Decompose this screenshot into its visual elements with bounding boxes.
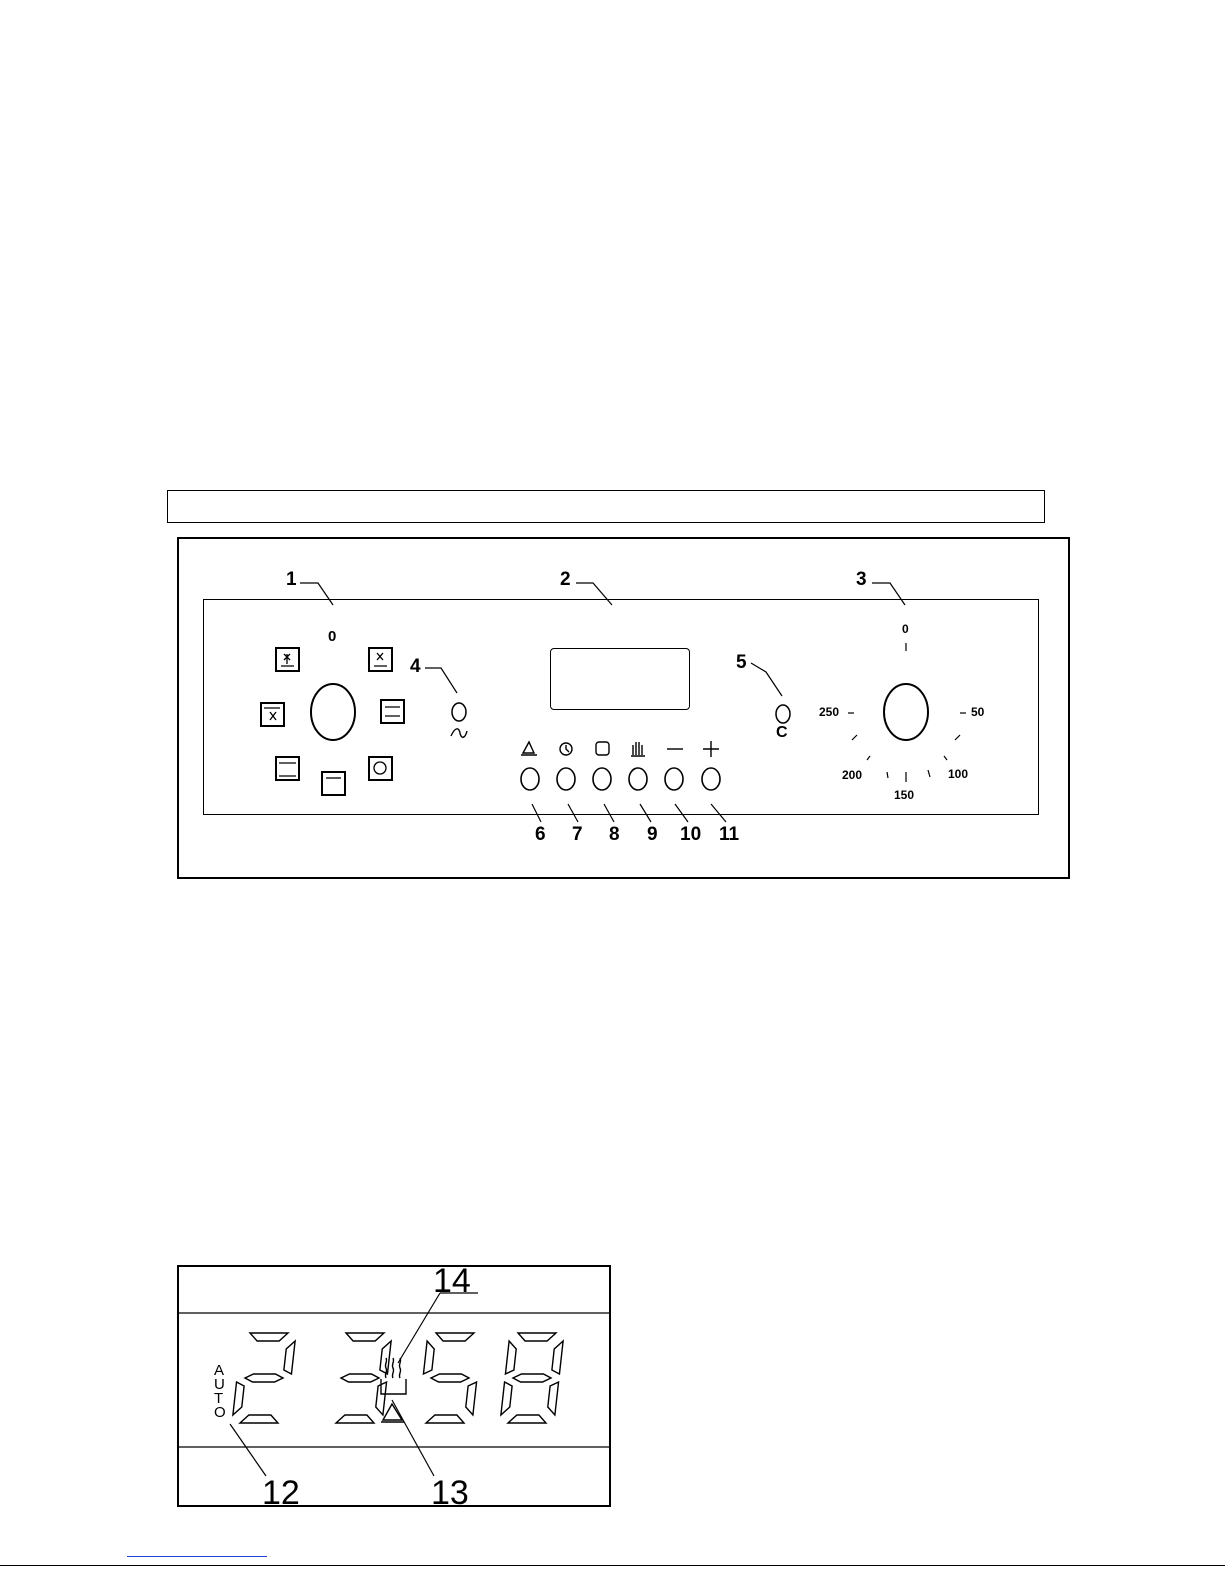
digit-1-segment-d	[336, 1415, 374, 1423]
digit-1-segment-b	[380, 1341, 391, 1374]
digit-2-segment-a	[436, 1333, 474, 1341]
callout-14: 14	[433, 1262, 471, 1301]
digit-0-segment-g	[245, 1374, 283, 1382]
digit-3-segment-d	[508, 1415, 546, 1423]
digit-2-segment-g	[431, 1374, 469, 1382]
digit-0-segment-d	[240, 1415, 278, 1423]
digit-1-segment-a	[346, 1333, 384, 1341]
digit-2-segment-c	[466, 1382, 477, 1415]
digit-2-segment-d	[426, 1415, 464, 1423]
digit-1-segment-c	[376, 1382, 387, 1415]
digit-3-segment-c	[548, 1382, 559, 1415]
digit-0-segment-b	[284, 1341, 295, 1374]
callout-13: 13	[431, 1474, 469, 1513]
digit-0-segment-e	[233, 1382, 244, 1415]
digit-3-segment-f	[505, 1341, 516, 1374]
digit-3-segment-g	[513, 1374, 551, 1382]
footer-rule	[0, 1565, 1225, 1566]
footer-link-underline[interactable]	[127, 1556, 267, 1557]
digit-3-segment-b	[552, 1341, 563, 1374]
digit-1-segment-g	[341, 1374, 379, 1382]
digit-3-segment-e	[501, 1382, 512, 1415]
digit-3-segment-a	[518, 1333, 556, 1341]
digit-2-segment-f	[423, 1341, 434, 1374]
callout-12: 12	[262, 1474, 300, 1513]
digit-0-segment-a	[250, 1333, 288, 1341]
